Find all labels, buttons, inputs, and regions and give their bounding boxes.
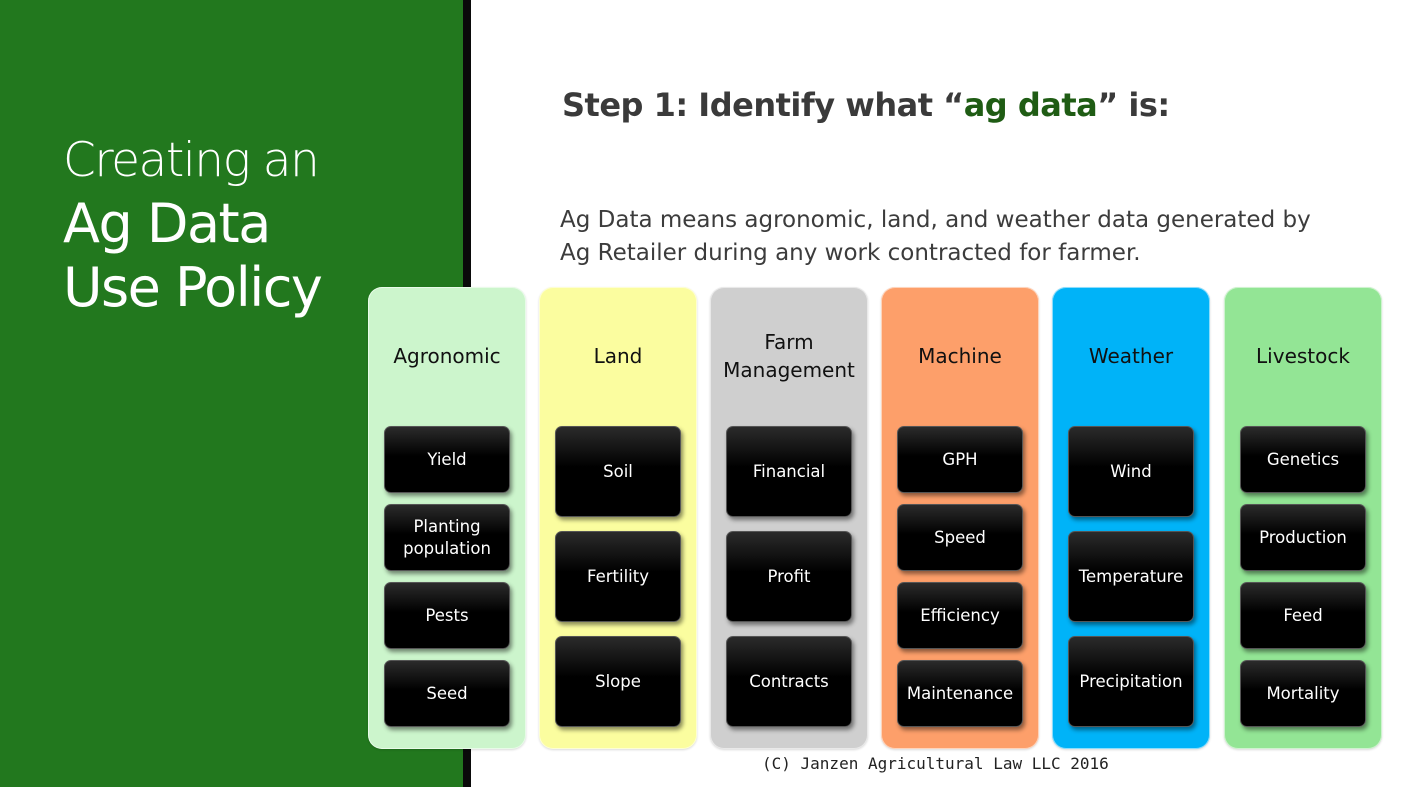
step-heading-suffix: ” is:	[1097, 86, 1170, 124]
data-item-gph: GPH	[897, 426, 1023, 493]
data-item-mortality: Mortality	[1240, 660, 1366, 727]
data-item-speed: Speed	[897, 504, 1023, 571]
category-livestock: Livestock Genetics Production Feed Morta…	[1224, 287, 1382, 749]
data-item-seed: Seed	[384, 660, 510, 727]
ag-data-definition: Ag Data means agronomic, land, and weath…	[560, 207, 1311, 266]
data-item-efficiency: Efficiency	[897, 582, 1023, 649]
slide-title: Creating an Ag Data Use Policy	[63, 130, 323, 320]
category-weather: Weather Wind Temperature Precipitation	[1052, 287, 1210, 749]
category-header: Agronomic	[393, 344, 501, 368]
copyright-footer: (C) Janzen Agricultural Law LLC 2016	[762, 754, 1109, 773]
data-item-planting-population: Planting population	[384, 504, 510, 571]
data-item-soil: Soil	[555, 426, 681, 517]
slide-title-line1: Creating an	[63, 133, 320, 188]
category-land: Land Soil Fertility Slope	[539, 287, 697, 749]
category-header: Land	[593, 344, 643, 368]
data-item-pests: Pests	[384, 582, 510, 649]
data-item-financial: Financial	[726, 426, 852, 517]
category-header: Weather	[1088, 344, 1174, 368]
slide-title-line3: Use Policy	[63, 256, 323, 319]
data-item-precipitation: Precipitation	[1068, 636, 1194, 727]
step-heading-accent: ag data	[963, 86, 1098, 124]
data-item-maintenance: Maintenance	[897, 660, 1023, 727]
data-item-production: Production	[1240, 504, 1366, 571]
step-heading-prefix: Step 1: Identify what “	[562, 86, 964, 124]
category-agronomic: Agronomic Yield Planting population Pest…	[368, 287, 526, 749]
data-item-profit: Profit	[726, 531, 852, 622]
data-item-yield: Yield	[384, 426, 510, 493]
data-item-slope: Slope	[555, 636, 681, 727]
data-item-fertility: Fertility	[555, 531, 681, 622]
data-item-contracts: Contracts	[726, 636, 852, 727]
category-header: Farm Management	[723, 330, 855, 382]
data-item-genetics: Genetics	[1240, 426, 1366, 493]
category-farm-management: Farm Management Financial Profit Contrac…	[710, 287, 868, 749]
step-heading: Step 1: Identify what “ag data” is:	[562, 86, 1170, 124]
category-header: Machine	[918, 344, 1002, 368]
data-item-feed: Feed	[1240, 582, 1366, 649]
category-header: Livestock	[1256, 344, 1350, 368]
data-item-temperature: Temperature	[1068, 531, 1194, 622]
category-machine: Machine GPH Speed Efficiency Maintenance	[881, 287, 1039, 749]
slide-title-line2: Ag Data	[63, 192, 271, 255]
data-item-wind: Wind	[1068, 426, 1194, 517]
